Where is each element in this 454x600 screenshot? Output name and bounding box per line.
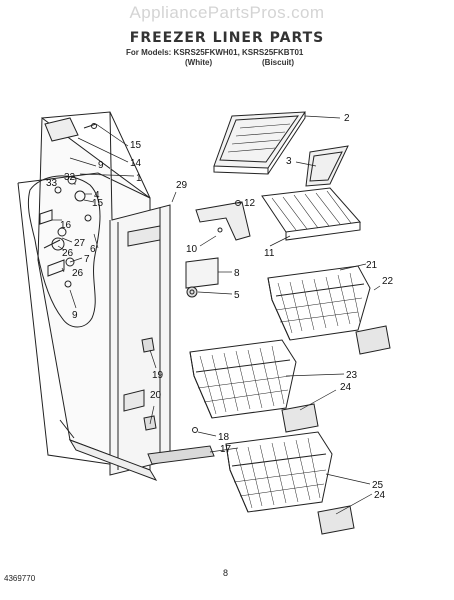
callout-14: 14 bbox=[130, 158, 142, 169]
callout-26b: 26 bbox=[72, 268, 84, 279]
model-numbers: For Models: KSRS25FKWH01, KSRS25FKBT01 bbox=[126, 48, 304, 57]
callout-22: 22 bbox=[382, 276, 394, 287]
callout-6: 6 bbox=[90, 244, 96, 255]
freezer-liner bbox=[17, 111, 171, 481]
callout-19: 19 bbox=[152, 370, 164, 381]
callout-26: 26 bbox=[62, 248, 74, 259]
callout-11: 11 bbox=[264, 248, 275, 259]
callout-18: 18 bbox=[218, 432, 230, 443]
variant-white: (White) bbox=[185, 58, 213, 67]
callout-16: 16 bbox=[60, 220, 72, 231]
glass-shelf bbox=[213, 111, 306, 175]
page-title: FREEZER LINER PARTS bbox=[129, 30, 325, 46]
callout-labels: 2 3 15 14 9 1 33 32 4 15 16 6 27 26 7 26… bbox=[46, 113, 394, 501]
top-bracket bbox=[44, 117, 97, 142]
callout-7: 7 bbox=[84, 254, 90, 265]
shelf-trim bbox=[305, 145, 349, 187]
callout-23: 23 bbox=[346, 370, 358, 381]
callout-3: 3 bbox=[286, 156, 292, 167]
callout-33: 33 bbox=[46, 178, 58, 189]
lamp-socket bbox=[185, 257, 219, 298]
callout-29: 29 bbox=[176, 180, 188, 191]
basket-upper bbox=[267, 265, 371, 341]
basket-middle bbox=[189, 339, 297, 419]
callout-21: 21 bbox=[366, 260, 378, 271]
callout-5: 5 bbox=[234, 290, 240, 301]
basket-front-24a bbox=[281, 403, 319, 433]
callout-4: 4 bbox=[94, 190, 100, 201]
callout-32: 32 bbox=[64, 172, 76, 183]
callout-15: 15 bbox=[130, 140, 142, 151]
shelf-support bbox=[195, 201, 251, 241]
basket-lower bbox=[225, 431, 333, 513]
callout-8: 8 bbox=[234, 268, 240, 279]
callout-25: 25 bbox=[372, 480, 384, 491]
callout-15b: 15 bbox=[92, 198, 104, 209]
site-watermark: AppliancePartsPros.com bbox=[129, 3, 325, 22]
basket-front-22 bbox=[355, 325, 391, 355]
callout-17: 17 bbox=[220, 444, 232, 455]
callout-12: 12 bbox=[244, 198, 256, 209]
page-number: 8 bbox=[223, 568, 229, 578]
basket-front-24b bbox=[317, 505, 355, 535]
document-code: 4369770 bbox=[4, 574, 36, 583]
callout-9b: 9 bbox=[72, 310, 78, 321]
callout-24: 24 bbox=[340, 382, 352, 393]
callout-20: 20 bbox=[150, 390, 162, 401]
callout-2: 2 bbox=[344, 113, 350, 124]
variant-biscuit: (Biscuit) bbox=[262, 58, 294, 67]
callout-10: 10 bbox=[186, 244, 198, 255]
wire-shelf bbox=[261, 187, 361, 241]
callout-27: 27 bbox=[74, 238, 86, 249]
callout-9: 9 bbox=[98, 160, 104, 171]
drawer-rail bbox=[147, 445, 215, 465]
screw-18 bbox=[192, 427, 198, 433]
leader-lines bbox=[52, 115, 381, 515]
clip-19 bbox=[141, 337, 155, 353]
callout-24b: 24 bbox=[374, 490, 386, 501]
callout-1: 1 bbox=[136, 173, 142, 184]
